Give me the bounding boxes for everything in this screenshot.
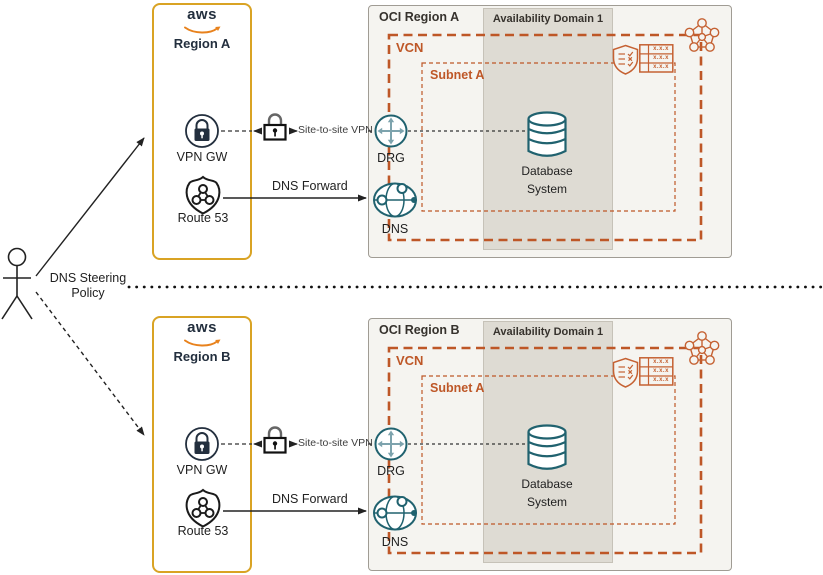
route-table-row: x.x.x	[653, 64, 669, 70]
aws-swoosh-icon	[184, 339, 221, 347]
route-table-row: x.x.x	[653, 377, 669, 383]
dns-label: DNS	[381, 535, 409, 549]
network-cluster-icon	[684, 18, 720, 52]
oci-region-b-title: OCI Region B	[379, 323, 460, 337]
route-table-icon: x.x.x x.x.x x.x.x	[639, 44, 674, 73]
database-system-label: Database System	[521, 477, 573, 509]
dns-forward-label: DNS Forward	[272, 492, 348, 506]
database-system-icon	[527, 111, 567, 157]
aws-region-a-label: Region A	[173, 36, 231, 51]
padlock-icon	[263, 113, 287, 141]
aws-swoosh-icon	[184, 26, 221, 34]
oci-region-a-title: OCI Region A	[379, 10, 460, 24]
site-to-site-vpn-label: Site-to-site VPN	[298, 124, 373, 136]
security-list-icon	[612, 44, 639, 75]
availability-domain-b-title: Availability Domain 1	[492, 326, 604, 338]
dns-steering-policy-label: DNS Steering Policy	[49, 271, 127, 300]
route53-icon	[185, 488, 221, 528]
security-list-icon	[612, 357, 639, 388]
dns-icon	[373, 495, 417, 531]
database-system-label: Database System	[521, 164, 573, 196]
route53-label: Route 53	[177, 211, 229, 225]
route53-label: Route 53	[177, 524, 229, 538]
site-to-site-vpn-label: Site-to-site VPN	[298, 437, 373, 449]
route-table-row: x.x.x	[653, 358, 669, 365]
drg-icon	[374, 114, 408, 148]
route-table-row: x.x.x	[653, 45, 669, 52]
vpn-gateway-icon	[185, 427, 219, 461]
drg-label: DRG	[377, 464, 405, 478]
vpn-gw-label: VPN GW	[176, 463, 228, 477]
route53-icon	[185, 175, 221, 215]
region-a-icons: VPN GW Route 53 Site-to-site VPN DNS For…	[0, 0, 823, 262]
padlock-icon	[263, 426, 287, 454]
route-table-icon: x.x.x x.x.x x.x.x	[639, 357, 674, 386]
aws-logo-text: aws	[187, 319, 217, 336]
dns-icon	[373, 182, 417, 218]
route-table-row: x.x.x	[653, 367, 669, 374]
route-table-row: x.x.x	[653, 54, 669, 61]
dns-label: DNS	[381, 222, 409, 236]
aws-logo-text: aws	[187, 6, 217, 23]
drg-icon	[374, 427, 408, 461]
aws-region-b-label: Region B	[173, 349, 231, 364]
drg-label: DRG	[377, 151, 405, 165]
network-cluster-icon	[684, 331, 720, 365]
dns-forward-label: DNS Forward	[272, 179, 348, 193]
region-b-icons: VPN GW Route 53 Site-to-site VPN DNS For…	[0, 313, 823, 575]
vpn-gw-label: VPN GW	[176, 150, 228, 164]
vpn-gateway-icon	[185, 114, 219, 148]
availability-domain-a-title: Availability Domain 1	[492, 13, 604, 25]
database-system-icon	[527, 424, 567, 470]
